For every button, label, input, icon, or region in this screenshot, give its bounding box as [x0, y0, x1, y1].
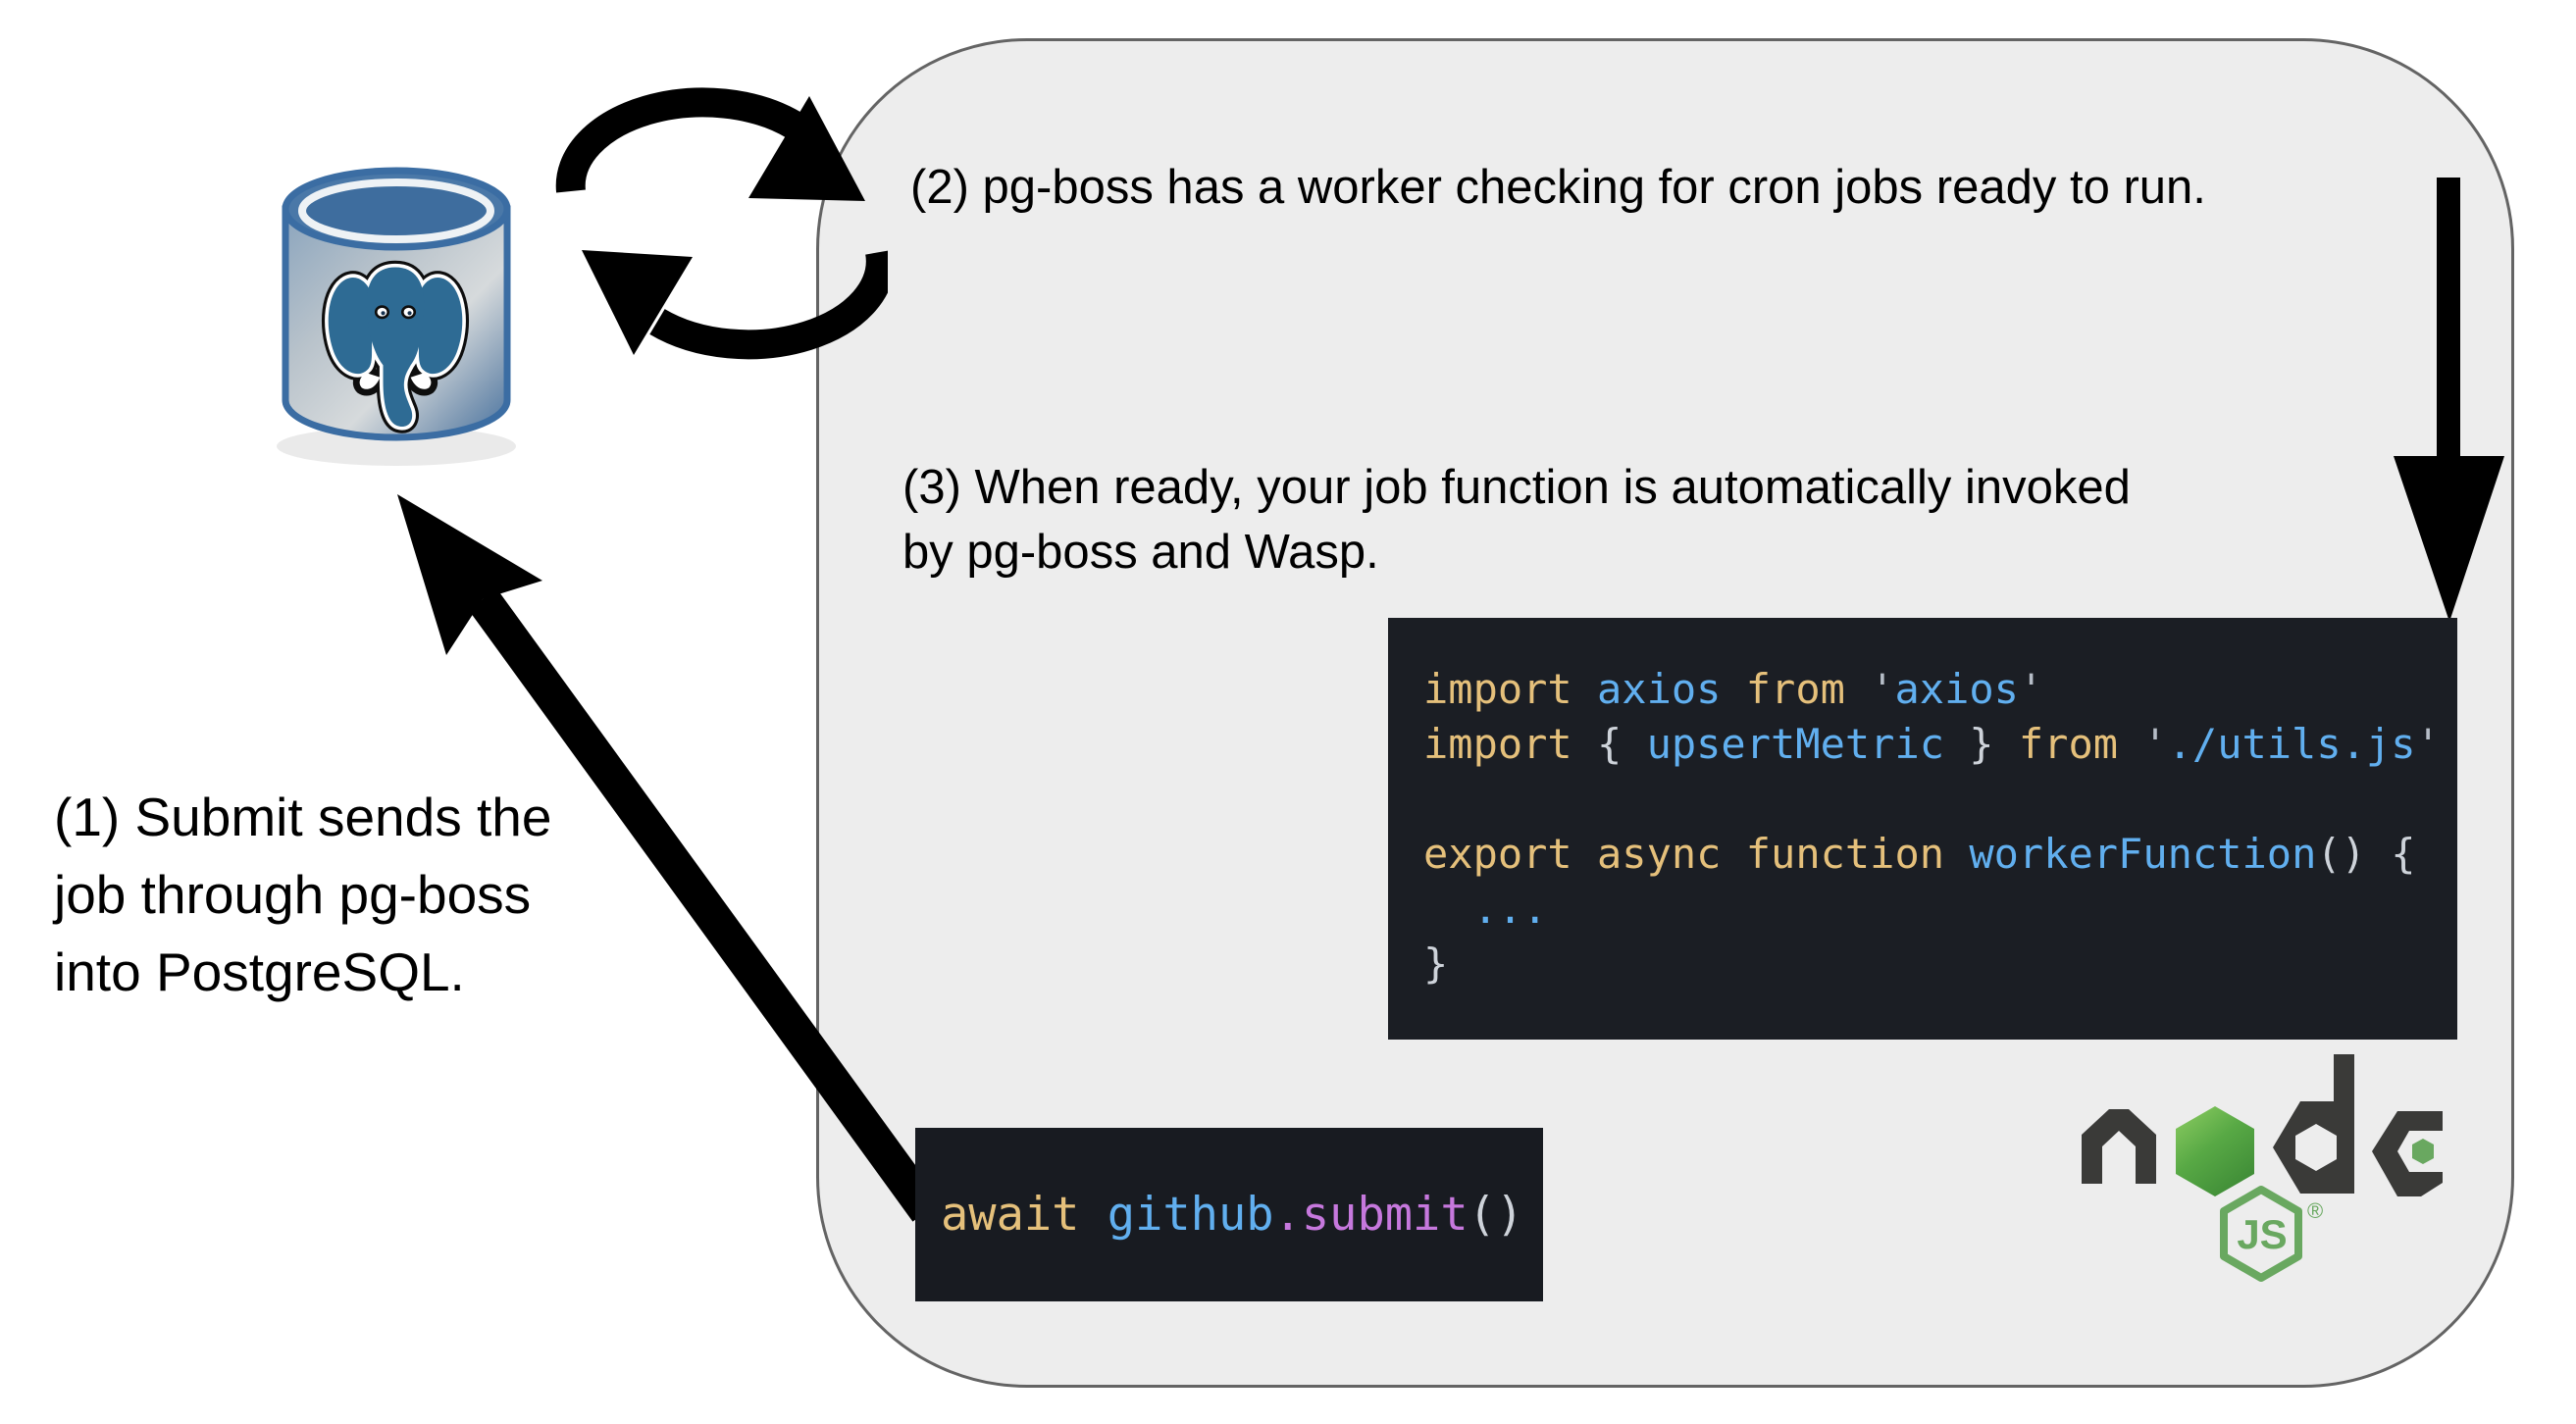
- refresh-cycle-icon: [555, 87, 888, 360]
- code-line: await github.submit(): [941, 1188, 1524, 1242]
- worker-code-block: import axios from 'axios' import { upsert…: [1388, 618, 2457, 1040]
- node-letter-e: [2372, 1111, 2443, 1196]
- node-hexagon-o: [2176, 1106, 2254, 1196]
- cylinder-shadow: [277, 427, 516, 466]
- code-line: [1423, 772, 2447, 827]
- down-arrow-icon: [2394, 178, 2504, 622]
- registered-mark: ®: [2307, 1198, 2323, 1223]
- step1-line2: job through pg-boss: [54, 864, 532, 925]
- step3-line1: (3) When ready, your job function is aut…: [902, 461, 2131, 514]
- submit-arrow-icon: [397, 494, 942, 1222]
- postgresql-logo: [277, 167, 516, 466]
- node-e-dot: [2412, 1139, 2434, 1164]
- step1-label: (1) Submit sends the job through pg-boss…: [54, 779, 551, 1011]
- submit-code-block: await github.submit(): [915, 1128, 1543, 1301]
- elephant-eyes: [374, 305, 417, 320]
- step1-line3: into PostgreSQL.: [54, 941, 465, 1002]
- code-line: ...: [1423, 885, 1548, 933]
- step3-line2: by pg-boss and Wasp.: [902, 526, 1379, 579]
- code-line: import axios from 'axios': [1423, 665, 2044, 713]
- node-letter-d: [2273, 1054, 2354, 1194]
- postgres-elephant: [321, 260, 470, 433]
- step3-label: (3) When ready, your job function is aut…: [902, 455, 2131, 585]
- step2-label: (2) pg-boss has a worker checking for cr…: [910, 161, 2206, 214]
- nodejs-logo: JS ®: [2082, 1054, 2443, 1282]
- code-line: export async function workerFunction() {: [1423, 830, 2416, 878]
- step1-line1: (1) Submit sends the: [54, 787, 552, 847]
- nodejs-js-badge: JS ®: [2220, 1186, 2323, 1282]
- code-line: }: [1423, 940, 1449, 988]
- code-line: import { upsertMetric } from './utils.js…: [1423, 720, 2441, 768]
- node-letter-n: [2082, 1109, 2156, 1184]
- js-label: JS: [2237, 1211, 2287, 1257]
